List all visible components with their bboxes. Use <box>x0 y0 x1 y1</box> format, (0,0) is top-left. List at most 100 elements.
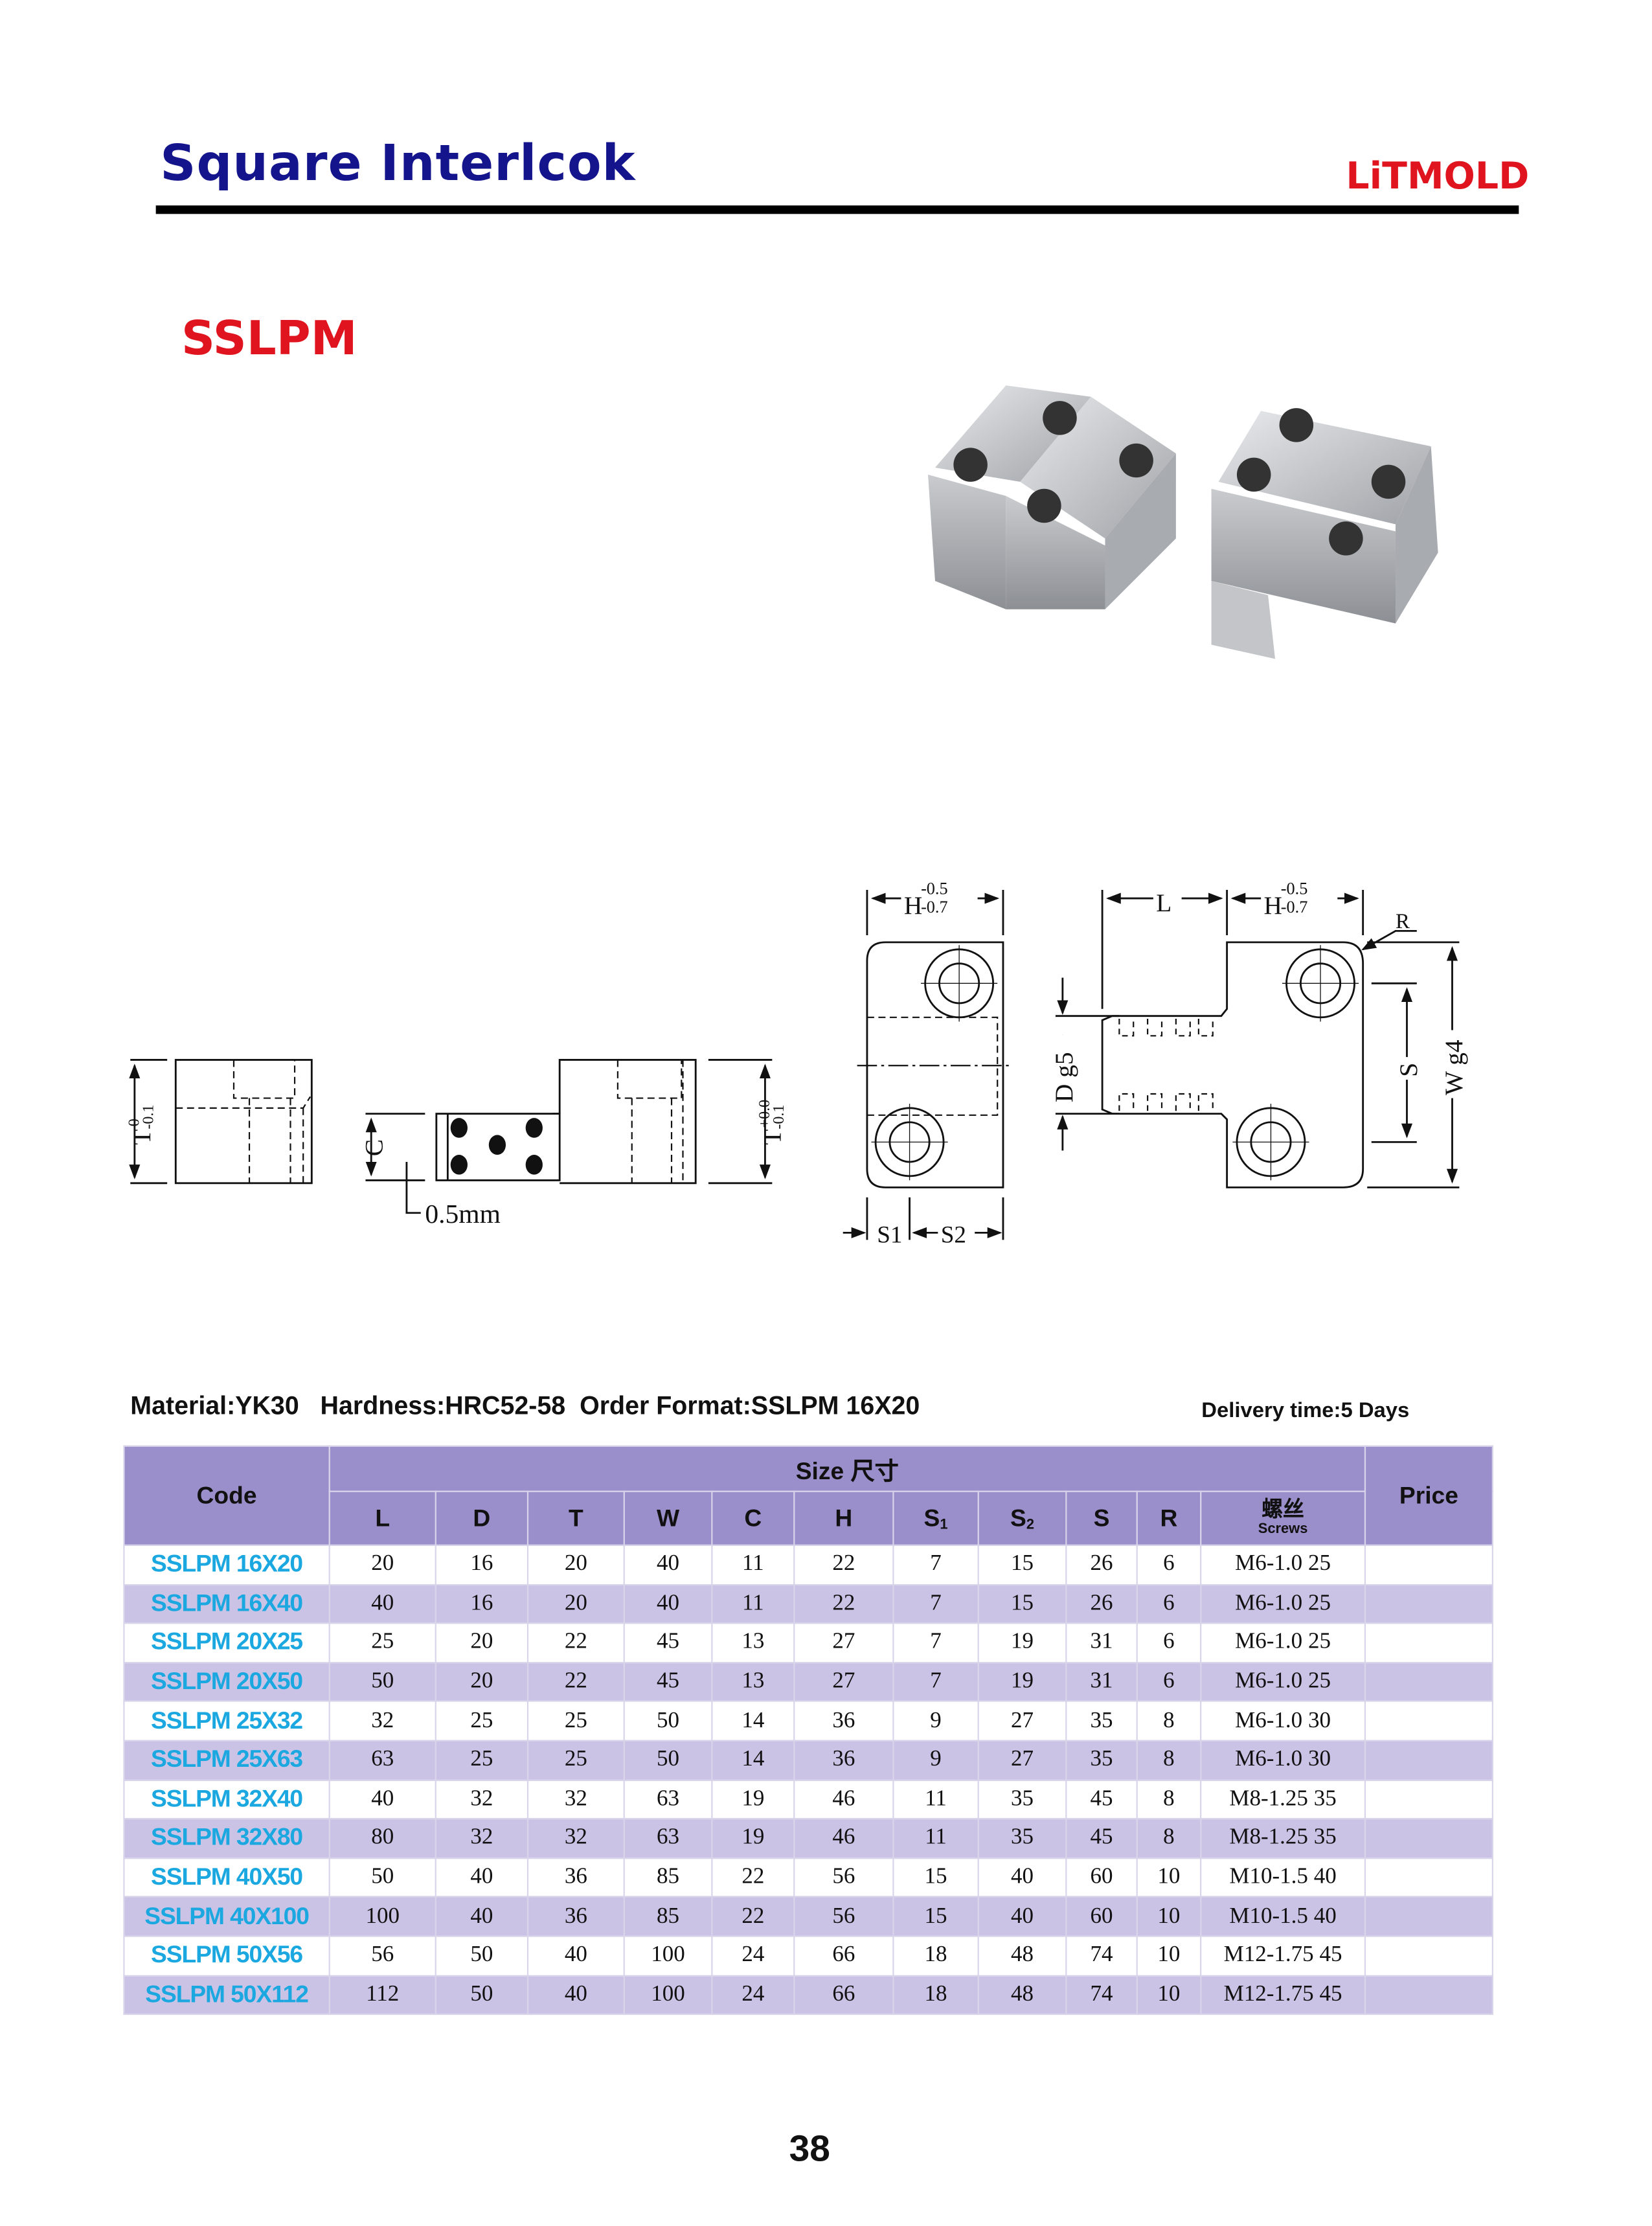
value-cell-r: 6 <box>1136 1544 1202 1585</box>
price-cell <box>1364 1661 1493 1703</box>
dim-c-label: C <box>360 1139 389 1156</box>
value-cell-t: 40 <box>526 1974 625 2016</box>
price-cell <box>1364 1857 1493 1898</box>
value-cell-w: 100 <box>623 1974 713 2016</box>
value-cell-w: 45 <box>623 1661 713 1703</box>
screws-header: 螺丝 Screws <box>1200 1490 1366 1546</box>
screws-cell: M6-1.0 25 <box>1200 1661 1366 1703</box>
value-cell-d: 20 <box>435 1622 529 1663</box>
value-cell-w: 45 <box>623 1622 713 1663</box>
product-code-title: SSLPM <box>181 310 357 366</box>
value-cell-d: 40 <box>435 1896 529 1937</box>
value-cell-h: 22 <box>793 1544 894 1585</box>
value-cell-l: 56 <box>328 1935 436 1976</box>
top-view-female: H -0.5 -0.7 S1 S2 <box>843 880 1009 1249</box>
value-cell-s1: 7 <box>892 1584 979 1624</box>
dim-h-label: H <box>904 891 922 920</box>
code-header: Code <box>123 1445 330 1546</box>
dim-d-label: D g5 <box>1050 1052 1078 1102</box>
value-cell-s: 26 <box>1065 1544 1138 1585</box>
dim-h-upper: -0.5 <box>921 880 948 898</box>
value-cell-s1: 15 <box>892 1896 979 1937</box>
code-cell: SSLPM 40X100 <box>123 1896 330 1937</box>
screws-cell: M10-1.5 40 <box>1200 1857 1366 1898</box>
value-cell-t: 36 <box>526 1857 625 1898</box>
value-cell-h: 56 <box>793 1857 894 1898</box>
value-cell-s2: 48 <box>977 1974 1067 2016</box>
price-cell <box>1364 1818 1493 1859</box>
value-cell-t: 40 <box>526 1935 625 1976</box>
column-header-l: L <box>328 1490 436 1546</box>
column-header-h: H <box>793 1490 894 1546</box>
code-cell: SSLPM 40X50 <box>123 1857 330 1898</box>
value-cell-r: 8 <box>1136 1701 1202 1742</box>
dim-s-label: S <box>1394 1063 1423 1077</box>
value-cell-c: 13 <box>711 1661 795 1703</box>
value-cell-s1: 7 <box>892 1622 979 1663</box>
value-cell-w: 63 <box>623 1818 713 1859</box>
value-cell-h: 36 <box>793 1701 894 1742</box>
value-cell-d: 32 <box>435 1778 529 1820</box>
value-cell-s: 45 <box>1065 1818 1138 1859</box>
dim-w-label: W g4 <box>1440 1039 1468 1095</box>
page-number: 38 <box>789 2126 830 2170</box>
value-cell-c: 14 <box>711 1701 795 1742</box>
code-cell: SSLPM 25X63 <box>123 1740 330 1781</box>
price-cell <box>1364 1544 1493 1585</box>
value-cell-w: 50 <box>623 1701 713 1742</box>
value-cell-h: 27 <box>793 1661 894 1703</box>
code-cell: SSLPM 16X40 <box>123 1584 330 1624</box>
value-cell-h: 66 <box>793 1935 894 1976</box>
dim-h-lower: -0.7 <box>921 898 948 916</box>
value-cell-w: 100 <box>623 1935 713 1976</box>
value-cell-r: 10 <box>1136 1935 1202 1976</box>
screws-cell: M6-1.0 30 <box>1200 1740 1366 1781</box>
value-cell-d: 25 <box>435 1701 529 1742</box>
value-cell-r: 10 <box>1136 1857 1202 1898</box>
column-header-r: R <box>1136 1490 1202 1546</box>
value-cell-r: 10 <box>1136 1974 1202 2016</box>
value-cell-h: 66 <box>793 1974 894 2016</box>
code-cell: SSLPM 32X80 <box>123 1818 330 1859</box>
value-cell-s: 74 <box>1065 1935 1138 1976</box>
dim-l-label: L <box>1156 889 1171 917</box>
price-cell <box>1364 1778 1493 1820</box>
value-cell-w: 40 <box>623 1544 713 1585</box>
dim-h2-upper: -0.5 <box>1281 880 1308 898</box>
value-cell-s2: 27 <box>977 1701 1067 1742</box>
screws-cell: M10-1.5 40 <box>1200 1896 1366 1937</box>
value-cell-s: 35 <box>1065 1701 1138 1742</box>
value-cell-d: 16 <box>435 1584 529 1624</box>
size-header: Size 尺寸 <box>328 1445 1366 1492</box>
code-cell: SSLPM 50X56 <box>123 1935 330 1976</box>
price-cell <box>1364 1740 1493 1781</box>
price-header: Price <box>1364 1445 1493 1546</box>
price-cell <box>1364 1935 1493 1976</box>
dim-h2-lower: -0.7 <box>1281 898 1308 916</box>
value-cell-s2: 19 <box>977 1622 1067 1663</box>
value-cell-h: 46 <box>793 1778 894 1820</box>
value-cell-c: 13 <box>711 1622 795 1663</box>
value-cell-d: 50 <box>435 1974 529 2016</box>
value-cell-r: 10 <box>1136 1896 1202 1937</box>
value-cell-r: 6 <box>1136 1661 1202 1703</box>
spec-line: Material:YK30 Hardness:HRC52-58 Order Fo… <box>130 1391 920 1420</box>
screws-cell: M6-1.0 25 <box>1200 1584 1366 1624</box>
brand-logo: LiTMOLD <box>1346 155 1530 199</box>
value-cell-t: 25 <box>526 1740 625 1781</box>
interlock-open-pair <box>1211 408 1438 659</box>
page-title: Square Interlcok <box>160 136 636 193</box>
value-cell-l: 40 <box>328 1778 436 1820</box>
value-cell-c: 19 <box>711 1778 795 1820</box>
dim-t-label: T <box>128 1130 156 1145</box>
value-cell-s: 45 <box>1065 1778 1138 1820</box>
code-cell: SSLPM 25X32 <box>123 1701 330 1742</box>
